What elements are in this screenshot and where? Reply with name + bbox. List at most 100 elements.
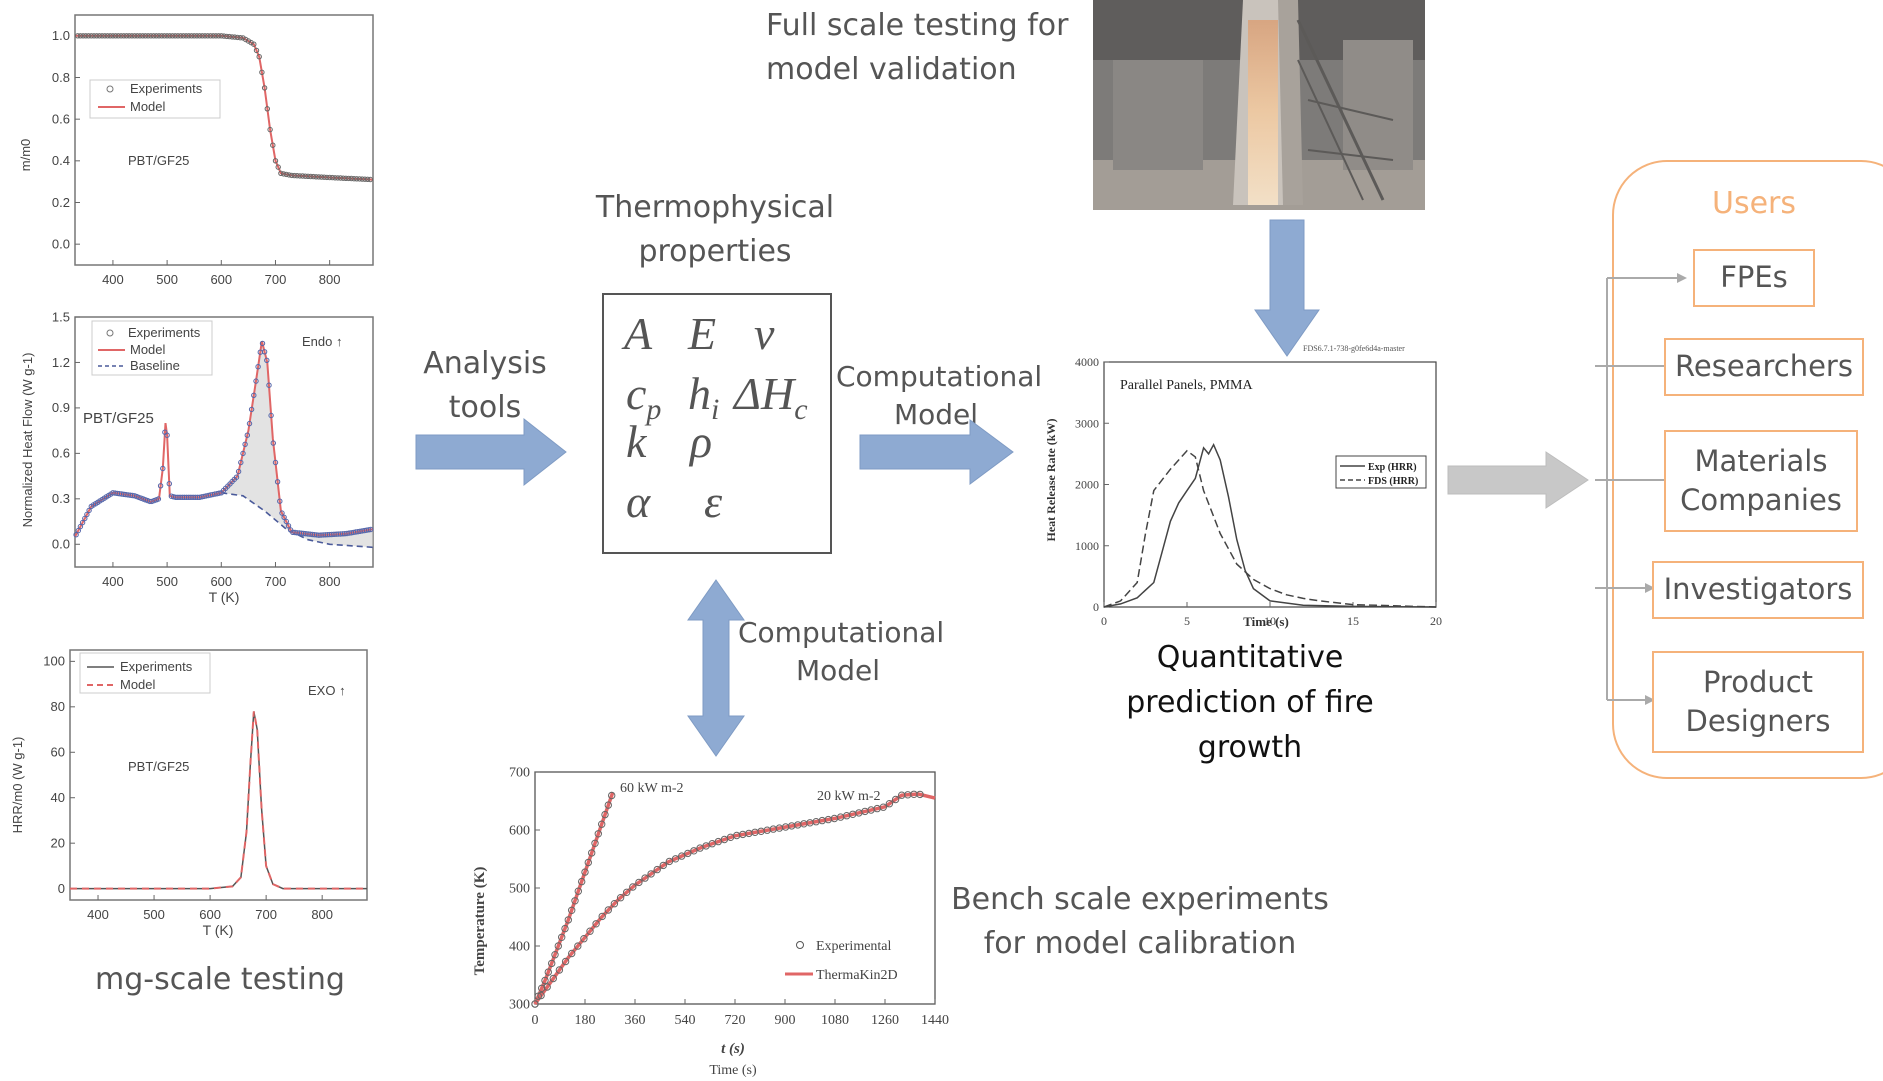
data-point	[316, 174, 322, 180]
xlabel: Time (s)	[1243, 614, 1289, 629]
data-point	[129, 33, 135, 39]
data-point	[167, 33, 173, 39]
data-point	[541, 976, 549, 985]
data-point	[268, 412, 274, 419]
data-point	[126, 33, 132, 39]
data-point	[653, 865, 661, 874]
data-point	[216, 490, 222, 496]
analysis-tools-label: Analysis tools	[405, 342, 565, 430]
bench-line2: for model calibration	[983, 926, 1297, 961]
x-tick-label: 10	[1264, 614, 1276, 628]
data-point	[166, 481, 173, 487]
x-tick-label: 15	[1347, 614, 1359, 628]
data-point	[235, 468, 242, 475]
data-point	[84, 511, 90, 518]
prop-eps: ε	[704, 476, 723, 527]
data-point	[199, 33, 206, 39]
properties-box: A E ν cp hi ΔHc k ρ α ε	[602, 293, 832, 554]
analysis-line2: tools	[448, 390, 522, 425]
y-tick-label: 1.0	[52, 28, 70, 43]
data-point	[248, 406, 255, 413]
data-point	[555, 966, 564, 974]
data-point	[264, 357, 270, 363]
analysis-arrow	[415, 417, 567, 487]
plot-frame	[74, 316, 374, 568]
data-point	[684, 849, 692, 858]
data-point	[159, 33, 165, 39]
data-point	[99, 33, 105, 39]
data-point	[678, 852, 686, 860]
data-point	[207, 33, 214, 39]
data-point	[153, 33, 160, 39]
data-point	[259, 340, 266, 347]
data-point	[332, 175, 338, 181]
data-point	[359, 176, 365, 182]
data-point	[568, 906, 576, 915]
chart-title: Parallel Panels, PMMA	[1120, 378, 1253, 393]
data-point	[367, 176, 373, 183]
data-point	[278, 170, 284, 177]
data-point	[277, 498, 283, 504]
data-point	[537, 991, 545, 1000]
data-point	[629, 883, 637, 891]
model-line	[70, 711, 367, 890]
data-point	[592, 920, 600, 928]
x-tick-label: 400	[87, 907, 109, 922]
prop-dH: ΔHc	[734, 367, 808, 427]
data-point	[561, 924, 569, 933]
data-point	[289, 172, 295, 179]
corner-note: Endo ↑	[302, 334, 342, 349]
data-point	[616, 894, 625, 902]
data-point	[261, 349, 268, 355]
annotation-60: 60 kW m-2	[620, 781, 684, 796]
data-point	[188, 33, 195, 39]
data-point	[641, 874, 649, 882]
analysis-line1: Analysis	[423, 346, 547, 381]
data-point	[368, 526, 374, 533]
data-point	[720, 835, 729, 844]
data-point	[118, 33, 124, 39]
data-point	[266, 382, 272, 388]
thermo-label: Thermophysical properties	[580, 186, 850, 274]
data-point	[604, 801, 613, 809]
data-point	[885, 800, 894, 808]
data-point	[232, 34, 238, 40]
thermo-line1: Thermophysical	[595, 190, 835, 225]
data-point	[558, 933, 566, 942]
y-tick-label: 80	[51, 699, 65, 714]
data-point	[107, 33, 113, 39]
data-point	[891, 795, 900, 804]
fds-hrr-line	[1103, 449, 1437, 608]
user-product-designers: Product Designers	[1652, 651, 1864, 753]
data-point	[671, 855, 680, 863]
prop-rho: ρ	[690, 416, 713, 467]
data-point	[690, 847, 698, 855]
ylabel: m/m0	[18, 139, 33, 172]
prop-A: A	[624, 308, 653, 359]
data-point	[283, 171, 289, 178]
data-point	[551, 951, 559, 959]
legend-exp-label: Experiments	[120, 659, 193, 674]
data-point	[77, 523, 84, 530]
data-point	[335, 175, 341, 181]
quantitative-line1: Quantitative	[1156, 640, 1344, 675]
prop-nu: ν	[754, 308, 775, 359]
data-point	[272, 158, 279, 164]
annotation: PBT/GF25	[128, 153, 189, 168]
cm1-line2: Model	[893, 398, 979, 431]
data-point	[274, 479, 281, 485]
data-point	[329, 174, 336, 181]
data-point	[584, 858, 593, 867]
data-point	[91, 33, 97, 39]
legend-model-label: Model	[130, 99, 166, 114]
x-tick-label: 800	[319, 574, 341, 589]
prop-E: E	[688, 308, 717, 359]
user-materials-companies: Materials Companies	[1664, 430, 1858, 532]
x-tick-label: 700	[265, 272, 287, 287]
y-tick-label: 1.5	[52, 309, 70, 324]
x-tick-label: 500	[156, 574, 178, 589]
data-point	[226, 33, 233, 40]
data-point	[554, 942, 563, 950]
